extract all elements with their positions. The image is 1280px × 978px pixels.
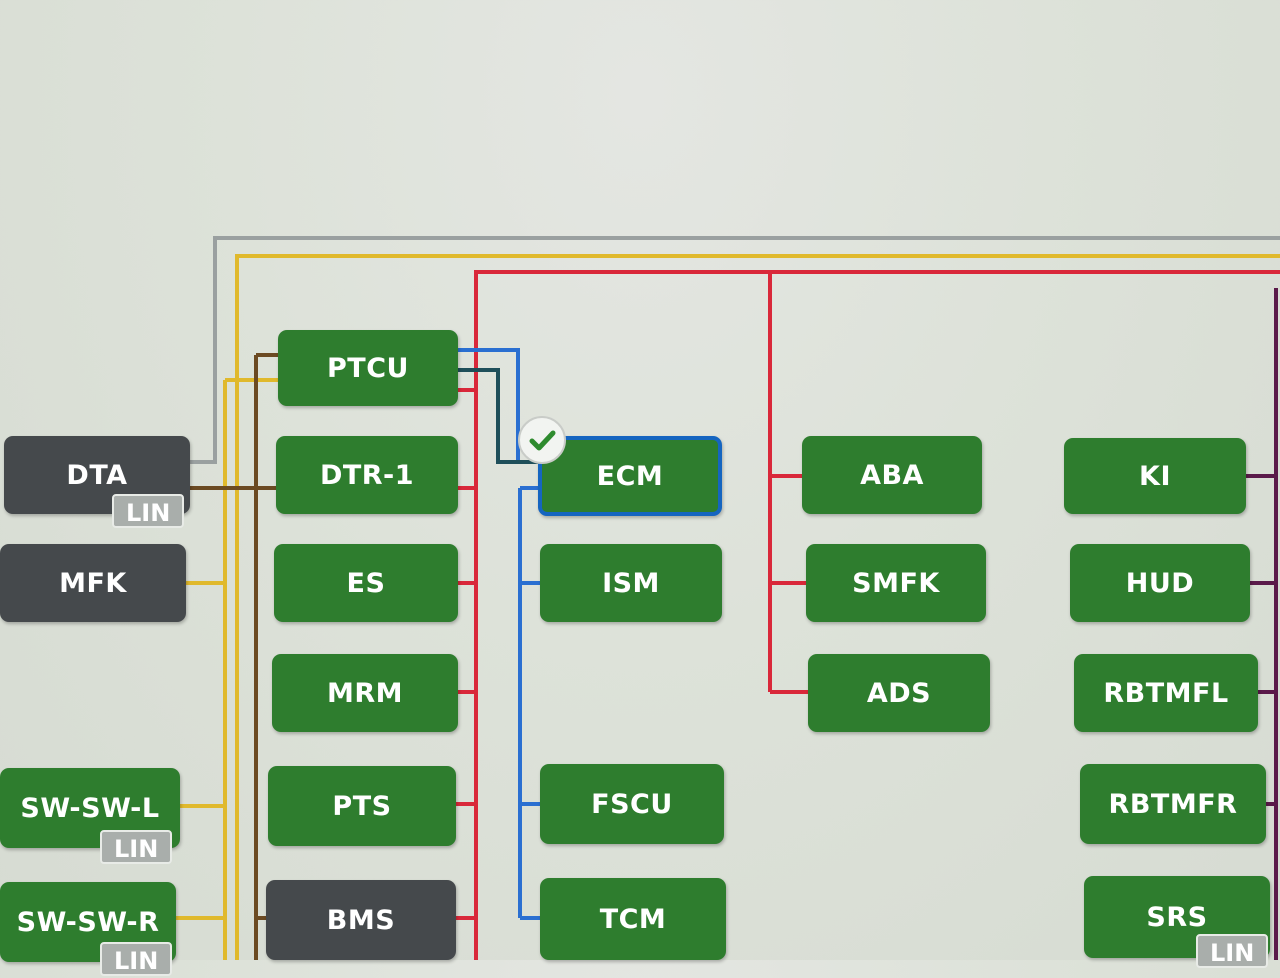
node-mfk[interactable]: MFK [0, 544, 186, 622]
node-sw-sw-r[interactable]: SW-SW-R [0, 882, 176, 962]
node-ads[interactable]: ADS [808, 654, 990, 732]
lin-badge-sw-sw-l: LIN [100, 830, 173, 864]
node-pts[interactable]: PTS [268, 766, 456, 846]
node-aba[interactable]: ABA [802, 436, 982, 514]
checkmark-icon [529, 430, 556, 451]
node-ecm[interactable]: ECM [538, 436, 722, 516]
node-mrm[interactable]: MRM [272, 654, 458, 732]
bus-line-yellow [235, 254, 1280, 960]
bus-line-teal [458, 368, 540, 464]
node-ptcu[interactable]: PTCU [278, 330, 458, 406]
lin-badge-dta: LIN [112, 494, 185, 528]
node-fscu[interactable]: FSCU [540, 764, 724, 844]
node-rbtmfl[interactable]: RBTMFL [1074, 654, 1258, 732]
node-bms[interactable]: BMS [266, 880, 456, 960]
node-es[interactable]: ES [274, 544, 458, 622]
lin-badge-sw-sw-r: LIN [100, 942, 173, 976]
node-smfk[interactable]: SMFK [806, 544, 986, 622]
lin-badge-srs: LIN [1196, 934, 1269, 968]
node-rbtmfr[interactable]: RBTMFR [1080, 764, 1266, 844]
node-hud[interactable]: HUD [1070, 544, 1250, 622]
node-ism[interactable]: ISM [540, 544, 722, 622]
bus-line-gray [190, 236, 1280, 464]
node-tcm[interactable]: TCM [540, 878, 726, 960]
check-circle-icon [518, 416, 566, 464]
node-dtr-1[interactable]: DTR-1 [276, 436, 458, 514]
node-ki[interactable]: KI [1064, 438, 1246, 514]
bus-line-red [474, 270, 1280, 960]
